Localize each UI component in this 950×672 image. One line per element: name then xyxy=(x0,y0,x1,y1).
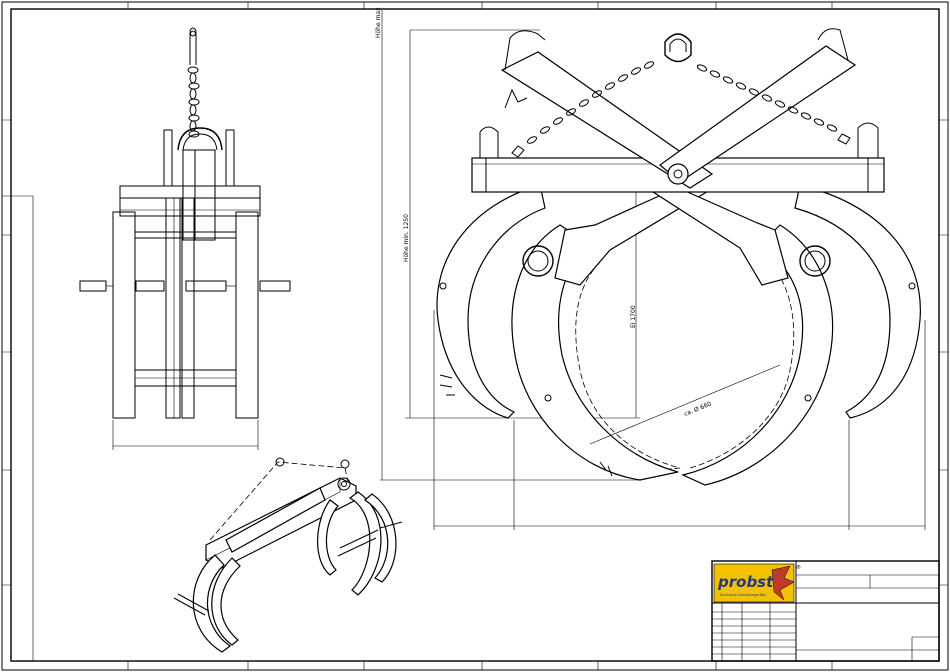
revision-grid xyxy=(712,603,796,661)
dimension-opening: Ei 1700 xyxy=(630,305,637,328)
dimension-height-min: Höhe min. 1250 xyxy=(403,214,410,262)
front-view xyxy=(80,28,290,450)
isometric-view xyxy=(174,458,402,652)
dimension-diameter: ca. Ø 660 xyxy=(683,400,713,417)
title-block: probst Exclusive Industriegeräte ® xyxy=(712,561,939,661)
registered-mark: ® xyxy=(796,564,801,571)
side-view xyxy=(380,10,925,530)
chain-front xyxy=(188,67,199,137)
logo-wordmark: probst xyxy=(717,573,774,591)
probst-logo: probst Exclusive Industriegeräte xyxy=(714,564,794,602)
logo-subtitle: Exclusive Industriegeräte xyxy=(720,593,766,597)
dimension-height-max: Höhe max xyxy=(375,7,382,38)
